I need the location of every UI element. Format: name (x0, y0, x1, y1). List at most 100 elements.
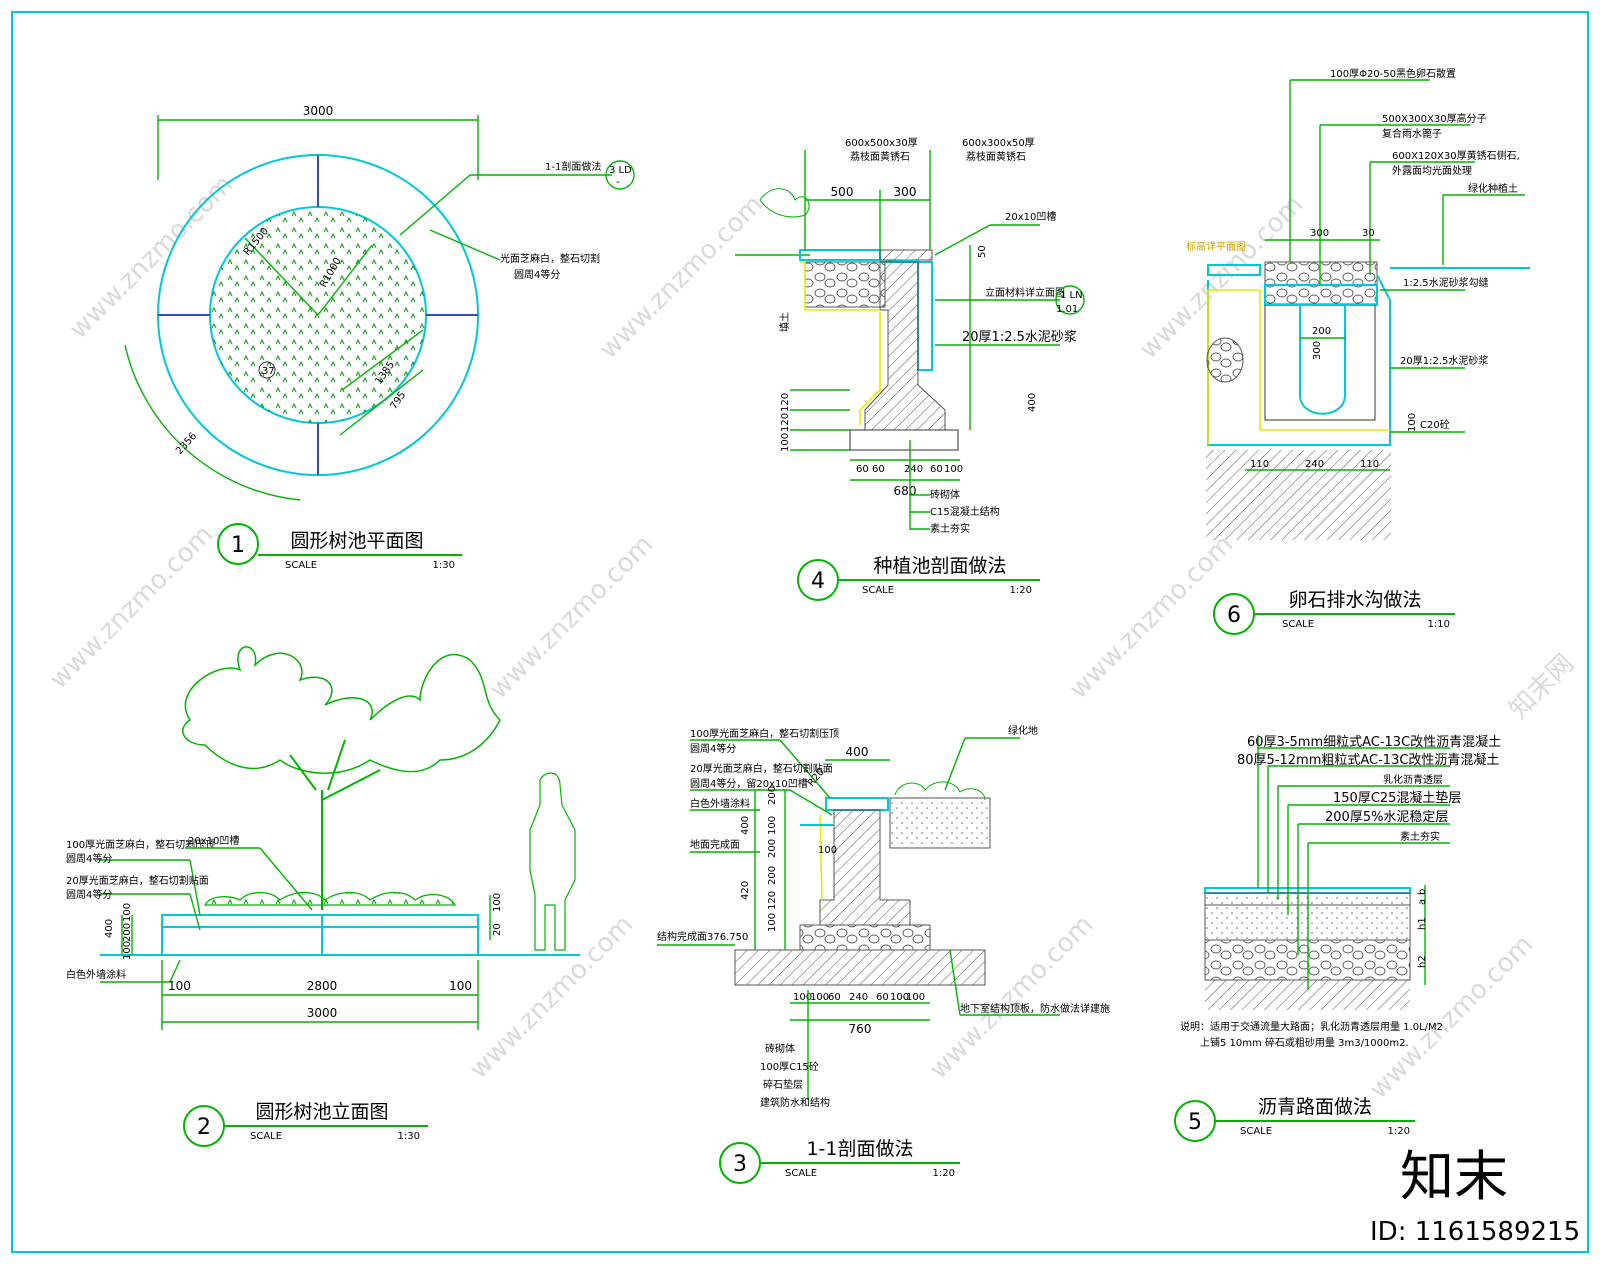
dim: 60 (930, 464, 943, 475)
detail-title: 1-1剖面做法 (806, 1138, 913, 1160)
dim: h2 (1417, 955, 1428, 968)
section-note: 600x500x30厚 (845, 137, 918, 149)
dim-400: 400 (740, 816, 751, 835)
watermark-logo: 知末 (1400, 1145, 1508, 1208)
plan-note: 圆周4等分 (514, 268, 560, 281)
section-note: 荔枝面黄锈石 (966, 150, 1026, 163)
watermark-site: www.znzmo.com (1064, 530, 1239, 705)
scale-value: 1:30 (433, 560, 455, 571)
section-note: 圆周4等分 (690, 742, 736, 755)
pavement-note: 150厚C25混凝土垫层 (1333, 790, 1461, 806)
dim: 100 (818, 845, 837, 856)
pavement-note: 乳化沥青透层 (1383, 773, 1443, 786)
dim: 30 (1362, 228, 1375, 239)
dim-400: 400 (846, 745, 869, 759)
concrete-base (849, 429, 959, 451)
pavement-note: 60厚3-5mm细粒式AC-13C改性沥青混凝土 (1247, 734, 1501, 750)
section-note: 600x300x50厚 (962, 137, 1035, 149)
drain-note: 绿化种植土 (1468, 182, 1518, 195)
section-note: 20厚光面芝麻白，整石切割贴面 (690, 762, 833, 775)
dim-3000: 3000 (307, 1006, 338, 1020)
detail-number: 5 (1188, 1110, 1202, 1135)
section-note: 砖砌体 (930, 488, 960, 501)
dim: 100 (449, 979, 472, 993)
scale-label: SCALE (785, 1168, 817, 1179)
section-note: 碎石垫层 (763, 1078, 803, 1091)
shrub (894, 781, 986, 801)
dim-680: 680 (894, 484, 917, 498)
section-note: 地下室结构顶板，防水做法详建施 (960, 1002, 1110, 1015)
detail-title: 圆形树池平面图 (290, 530, 423, 552)
dim: 60 (828, 992, 841, 1003)
dim: 300 (1310, 228, 1329, 239)
drain-note: 100厚Φ20-50黑色卵石散置 (1330, 67, 1456, 80)
section-note: 100厚光面芝麻白，整石切割压顶 (690, 727, 839, 740)
dim: 240 (1305, 459, 1324, 470)
drain-note-elev: 标高详平面图 (1186, 240, 1246, 253)
scale-label: SCALE (285, 560, 317, 571)
dim: 100 (793, 992, 812, 1003)
dim: b (1417, 889, 1428, 895)
paving-stone (799, 249, 881, 261)
pavement-note: 200厚5%水泥稳定层 (1325, 809, 1448, 825)
coping-stone (825, 797, 889, 811)
scale-value: 1:10 (1428, 619, 1450, 630)
dim: 100 (1407, 413, 1418, 432)
watermark-id: ID: 1161589215 (1370, 1217, 1580, 1247)
dim-400: 400 (1027, 393, 1038, 412)
elev-note: 20厚光面芝麻白，整石切割贴面 (66, 874, 209, 887)
dim-420: 420 (740, 881, 751, 900)
gravel-bed (804, 261, 886, 308)
dim: 100 (168, 979, 191, 993)
scale-value: 1:20 (1388, 1126, 1410, 1137)
plan-note: 光面芝麻白，整石切割 (500, 252, 600, 265)
dim-2800: 2800 (307, 979, 338, 993)
dim: 200 (767, 786, 778, 805)
plant-symbol (759, 188, 810, 218)
section-note: 素土夯实 (930, 522, 970, 535)
dim: 120 (780, 393, 791, 412)
detail-title: 卵石排水沟做法 (1288, 589, 1421, 611)
dim: 100 (780, 433, 791, 452)
dim-400: 400 (104, 919, 115, 938)
section-note: 砖砌体 (765, 1042, 795, 1055)
dim-3000: 3000 (303, 104, 334, 118)
rock (1206, 337, 1244, 383)
detail-number: 1 (231, 533, 245, 558)
slope-mark: 37 (262, 366, 275, 377)
dim: 240 (849, 992, 868, 1003)
section-note: 20x10凹槽 (1005, 210, 1056, 223)
section-ref: 1 LN (1060, 290, 1083, 301)
dim: 60 (856, 464, 869, 475)
drain-channel (1299, 305, 1346, 415)
elev-note: 白色外墙涂料 (66, 968, 126, 981)
scale-value: 1:30 (398, 1131, 420, 1142)
dim: 100 (906, 992, 925, 1003)
drain-note: 600X120X30厚黄锈石侧石, (1392, 149, 1520, 162)
dim: 200 (767, 866, 778, 885)
dim: 60 (872, 464, 885, 475)
planting-soil (889, 797, 991, 849)
curb-stone (1207, 264, 1261, 276)
detail-3-section: 100厚光面芝麻白，整石切割压顶 圆周4等分 20厚光面芝麻白，整石切割贴面 圆… (657, 724, 1110, 1184)
section-note: 白色外墙涂料 (690, 797, 750, 810)
drain-note: 外露面均光面处理 (1392, 164, 1472, 177)
watermark-site: www.znzmo.com (594, 190, 769, 365)
scale-value: 1:20 (1010, 585, 1032, 596)
scale-label: SCALE (1240, 1126, 1272, 1137)
pavement-note: 说明：适用于交通流量大路面；乳化沥青透层用量 1.0L/M2 (1180, 1020, 1443, 1033)
pavement-note: 上铺5 10mm 碎石或粗砂用量 3m3/1000m2. (1200, 1036, 1409, 1049)
section-callout: 1-1剖面做法 (545, 160, 601, 173)
section-ref-sheet: 1.01 (1056, 304, 1078, 315)
elev-note: 20x10凹槽 (188, 834, 239, 847)
elev-note: 100厚光面芝麻白，整石切割压顶 (66, 838, 215, 851)
pebble-layer (1264, 261, 1378, 305)
soil-base (1206, 450, 1391, 540)
detail-number: 3 (733, 1152, 747, 1177)
elev-note: 圆周4等分 (66, 852, 112, 865)
dim: 120 (780, 413, 791, 432)
dim: 200 (122, 923, 133, 942)
section-note: 结构完成面376.750 (657, 930, 748, 943)
detail-number: 6 (1227, 603, 1241, 628)
detail-2-elevation: 100厚光面芝麻白，整石切割压顶 圆周4等分 20x10凹槽 20厚光面芝麻白，… (66, 646, 580, 1147)
